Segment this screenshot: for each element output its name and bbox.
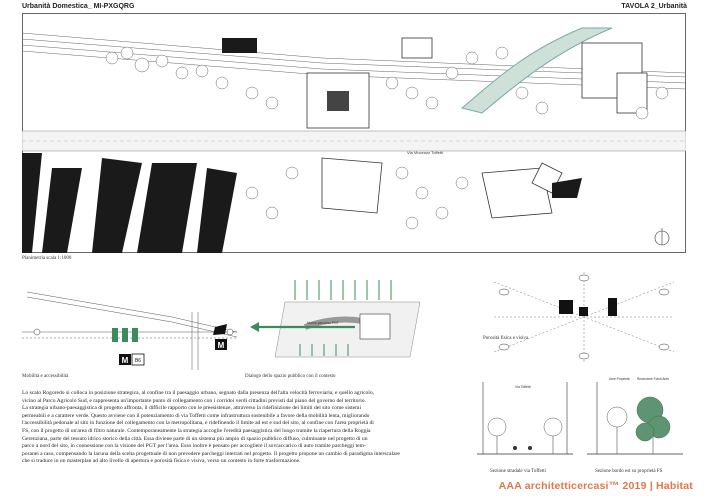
bus-badge: B6 bbox=[135, 358, 141, 364]
street-label: Via Vincenzo Toffetti bbox=[407, 150, 443, 155]
body-line: FS, con il progetto di un'area di filtro… bbox=[22, 427, 371, 434]
footer-brand: AAA architetticercasi™ 2019 | Habitat bbox=[498, 480, 693, 492]
dialog-path-label: Nuovo percorso PGT bbox=[307, 321, 339, 325]
body-line: Lo scalo Rogoredo si colloca in posizion… bbox=[22, 390, 375, 396]
project-description: Lo scalo Rogoredo si colloca in posizion… bbox=[22, 390, 460, 466]
body-line: vicino al Parco Agricolo Sud, e rapprese… bbox=[22, 397, 366, 404]
section-right-label-2: Recinzione Fondi Aree bbox=[637, 377, 669, 381]
body-line: poranei a raso, compensando la lacuna de… bbox=[22, 450, 400, 457]
mobility-diagram: M B6 M bbox=[22, 291, 237, 370]
porosity-diagram bbox=[493, 272, 675, 362]
board-number: TAVOLA 2_Urbanità bbox=[621, 3, 687, 10]
arrow-left-icon bbox=[250, 322, 259, 332]
section-right-label-1: Aree Proprietà bbox=[609, 377, 630, 381]
metro-icon-label: M bbox=[122, 356, 129, 365]
dialog-diagram: Nuovo percorso PGT bbox=[250, 280, 421, 358]
bus-icon bbox=[131, 353, 145, 366]
porosity-caption: Porosità fisica e visiva bbox=[483, 336, 529, 341]
body-line: che si traduce in un masterplan ad alto … bbox=[22, 458, 301, 465]
section-left-label: Via Toffetti bbox=[515, 385, 531, 389]
body-line: parco a nord del sito, in connessione co… bbox=[22, 443, 366, 450]
body-line: La strategia urbano-paesaggistica di pro… bbox=[22, 405, 362, 412]
section-toffetti: Via Toffetti bbox=[477, 382, 573, 455]
train-icon bbox=[213, 324, 227, 335]
section-left-caption: Sezione stradale via Toffetti bbox=[490, 469, 546, 474]
body-line: l'accessibilità pedonale al sito in funz… bbox=[22, 420, 374, 427]
body-line: Gerenziana, parte del tessuto idrico sto… bbox=[22, 435, 368, 442]
dialog-caption: Dialogo dello spazio pubblico con il con… bbox=[245, 374, 336, 379]
section-east-edge: Aree Proprietà Recinzione Fondi Aree bbox=[587, 377, 683, 455]
section-right-caption: Sezione bordo est su proprietà FS bbox=[595, 469, 663, 474]
metro-icon-2 bbox=[215, 339, 227, 350]
metro-icon bbox=[119, 354, 131, 365]
body-line: permeabili e a carattere verde. Questo a… bbox=[22, 412, 370, 419]
metro-icon-2-label: M bbox=[218, 341, 225, 350]
mobility-caption: Mobilità e accessibilità bbox=[22, 374, 69, 379]
board-title: Urbanità Domestica_ MI-PXGQRG bbox=[22, 3, 135, 10]
site-plan: Via Vincenzo Toffetti bbox=[22, 13, 686, 253]
site-plan-caption: Planimetria scala 1:1000 bbox=[22, 256, 72, 261]
